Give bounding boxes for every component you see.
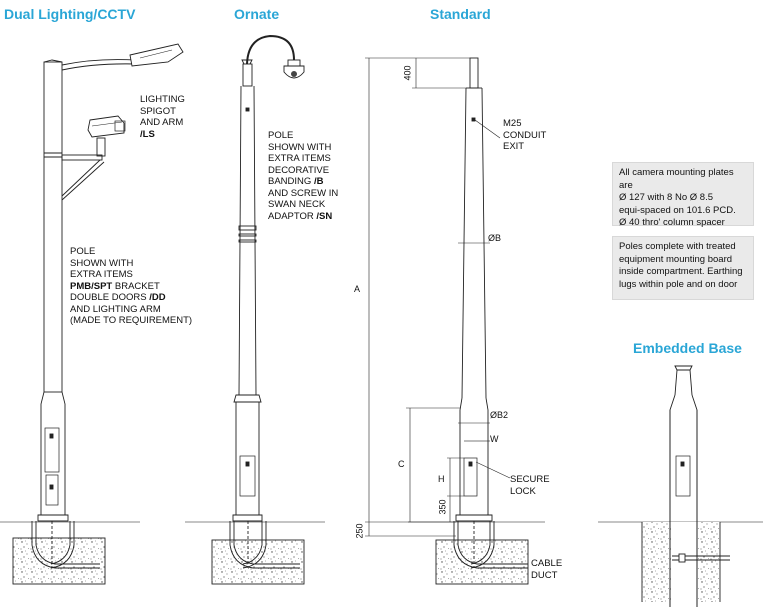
note-text: BRACKET xyxy=(112,280,160,292)
dim-c: C xyxy=(398,459,405,469)
note-line: AND SCREW IN xyxy=(268,187,339,199)
note-line: DECORATIVE xyxy=(268,164,330,176)
dim-400: 400 xyxy=(402,65,413,81)
dim-w: W xyxy=(490,434,499,444)
note-conduit-exit: M25 CONDUIT EXIT xyxy=(503,118,546,153)
note-line: AND ARM xyxy=(140,117,184,128)
note-line: EXIT xyxy=(503,141,525,152)
note-line: DUCT xyxy=(531,569,558,581)
box-line: All camera mounting plates are xyxy=(619,167,734,191)
note-line: (MADE TO REQUIREMENT) xyxy=(70,315,193,326)
note-ornate-pole: POLE SHOWN WITH EXTRA ITEMS DECORATIVE B… xyxy=(268,130,338,222)
note-line: POLE xyxy=(70,246,96,257)
note-cable-duct: CABLE DUCT xyxy=(531,558,562,581)
ornate-foundation xyxy=(211,521,305,585)
dim-a: A xyxy=(354,284,361,294)
note-dual-pole: POLE SHOWN WITH EXTRA ITEMS PMB/SPT BRAC… xyxy=(70,246,192,327)
info-box-camera-plates: All camera mounting plates are Ø 127 wit… xyxy=(612,162,754,228)
dual-foundation xyxy=(12,521,106,585)
note-text: ADAPTOR xyxy=(268,210,317,222)
note-line: SPIGOT xyxy=(140,105,176,117)
note-line: CABLE xyxy=(531,558,563,569)
note-code: /B xyxy=(313,176,324,187)
box-line: equipment mounting board xyxy=(619,253,733,265)
box-line: lugs within pole and on door xyxy=(619,278,738,290)
note-line: SHOWN WITH xyxy=(70,257,134,269)
note-line: CONDUIT xyxy=(503,129,547,141)
note-line: SHOWN WITH xyxy=(268,141,332,153)
title-embedded: Embedded Base xyxy=(633,340,742,356)
box-line: inside compartment. Earthing xyxy=(619,266,743,277)
embedded-base xyxy=(641,365,730,607)
box-line: Ø 127 with 8 No Ø 8.5 xyxy=(619,192,713,203)
note-code: /DD xyxy=(149,292,166,303)
dim-dia-b: ØB xyxy=(488,233,502,243)
box-line: equi-spaced on 101.6 PCD. xyxy=(619,204,736,216)
title-ornate: Ornate xyxy=(234,6,280,22)
dim-350: 350 xyxy=(437,499,448,515)
dual-pole xyxy=(37,43,184,522)
note-line: POLE xyxy=(268,130,294,141)
standard-foundation xyxy=(435,521,529,585)
note-secure-lock: SECURE LOCK xyxy=(510,474,550,497)
note-line: SWAN NECK xyxy=(268,199,326,210)
note-line: EXTRA ITEMS xyxy=(70,269,133,280)
dim-dia-b2: ØB2 xyxy=(490,410,509,420)
box-line: Poles complete with treated xyxy=(619,241,736,252)
note-text: DOUBLE DOORS xyxy=(70,292,150,303)
note-line: AND LIGHTING ARM xyxy=(70,303,161,315)
note-line: LIGHTING xyxy=(140,94,185,105)
note-lighting-spigot: LIGHTING SPIGOT AND ARM /LS xyxy=(140,94,185,140)
note-line: EXTRA ITEMS xyxy=(268,153,331,164)
dim-h: H xyxy=(438,474,445,484)
ornate-pole xyxy=(232,34,305,522)
info-box-mounting-board: Poles complete with treated equipment mo… xyxy=(612,236,754,300)
note-code: PMB/SPT xyxy=(70,280,113,292)
box-line: Ø 40 thro' column spacer xyxy=(619,217,725,228)
note-line: M25 xyxy=(503,118,522,129)
note-text: BANDING xyxy=(268,176,314,187)
title-standard: Standard xyxy=(430,6,491,22)
note-line: LOCK xyxy=(510,485,536,497)
note-code: /LS xyxy=(140,128,155,140)
standard-dimensions xyxy=(365,57,511,537)
standard-pole xyxy=(455,57,493,522)
note-code: /SN xyxy=(316,210,333,222)
note-line: SECURE xyxy=(510,474,550,485)
title-dual: Dual Lighting/CCTV xyxy=(4,6,136,22)
dim-250: 250 xyxy=(354,523,365,539)
